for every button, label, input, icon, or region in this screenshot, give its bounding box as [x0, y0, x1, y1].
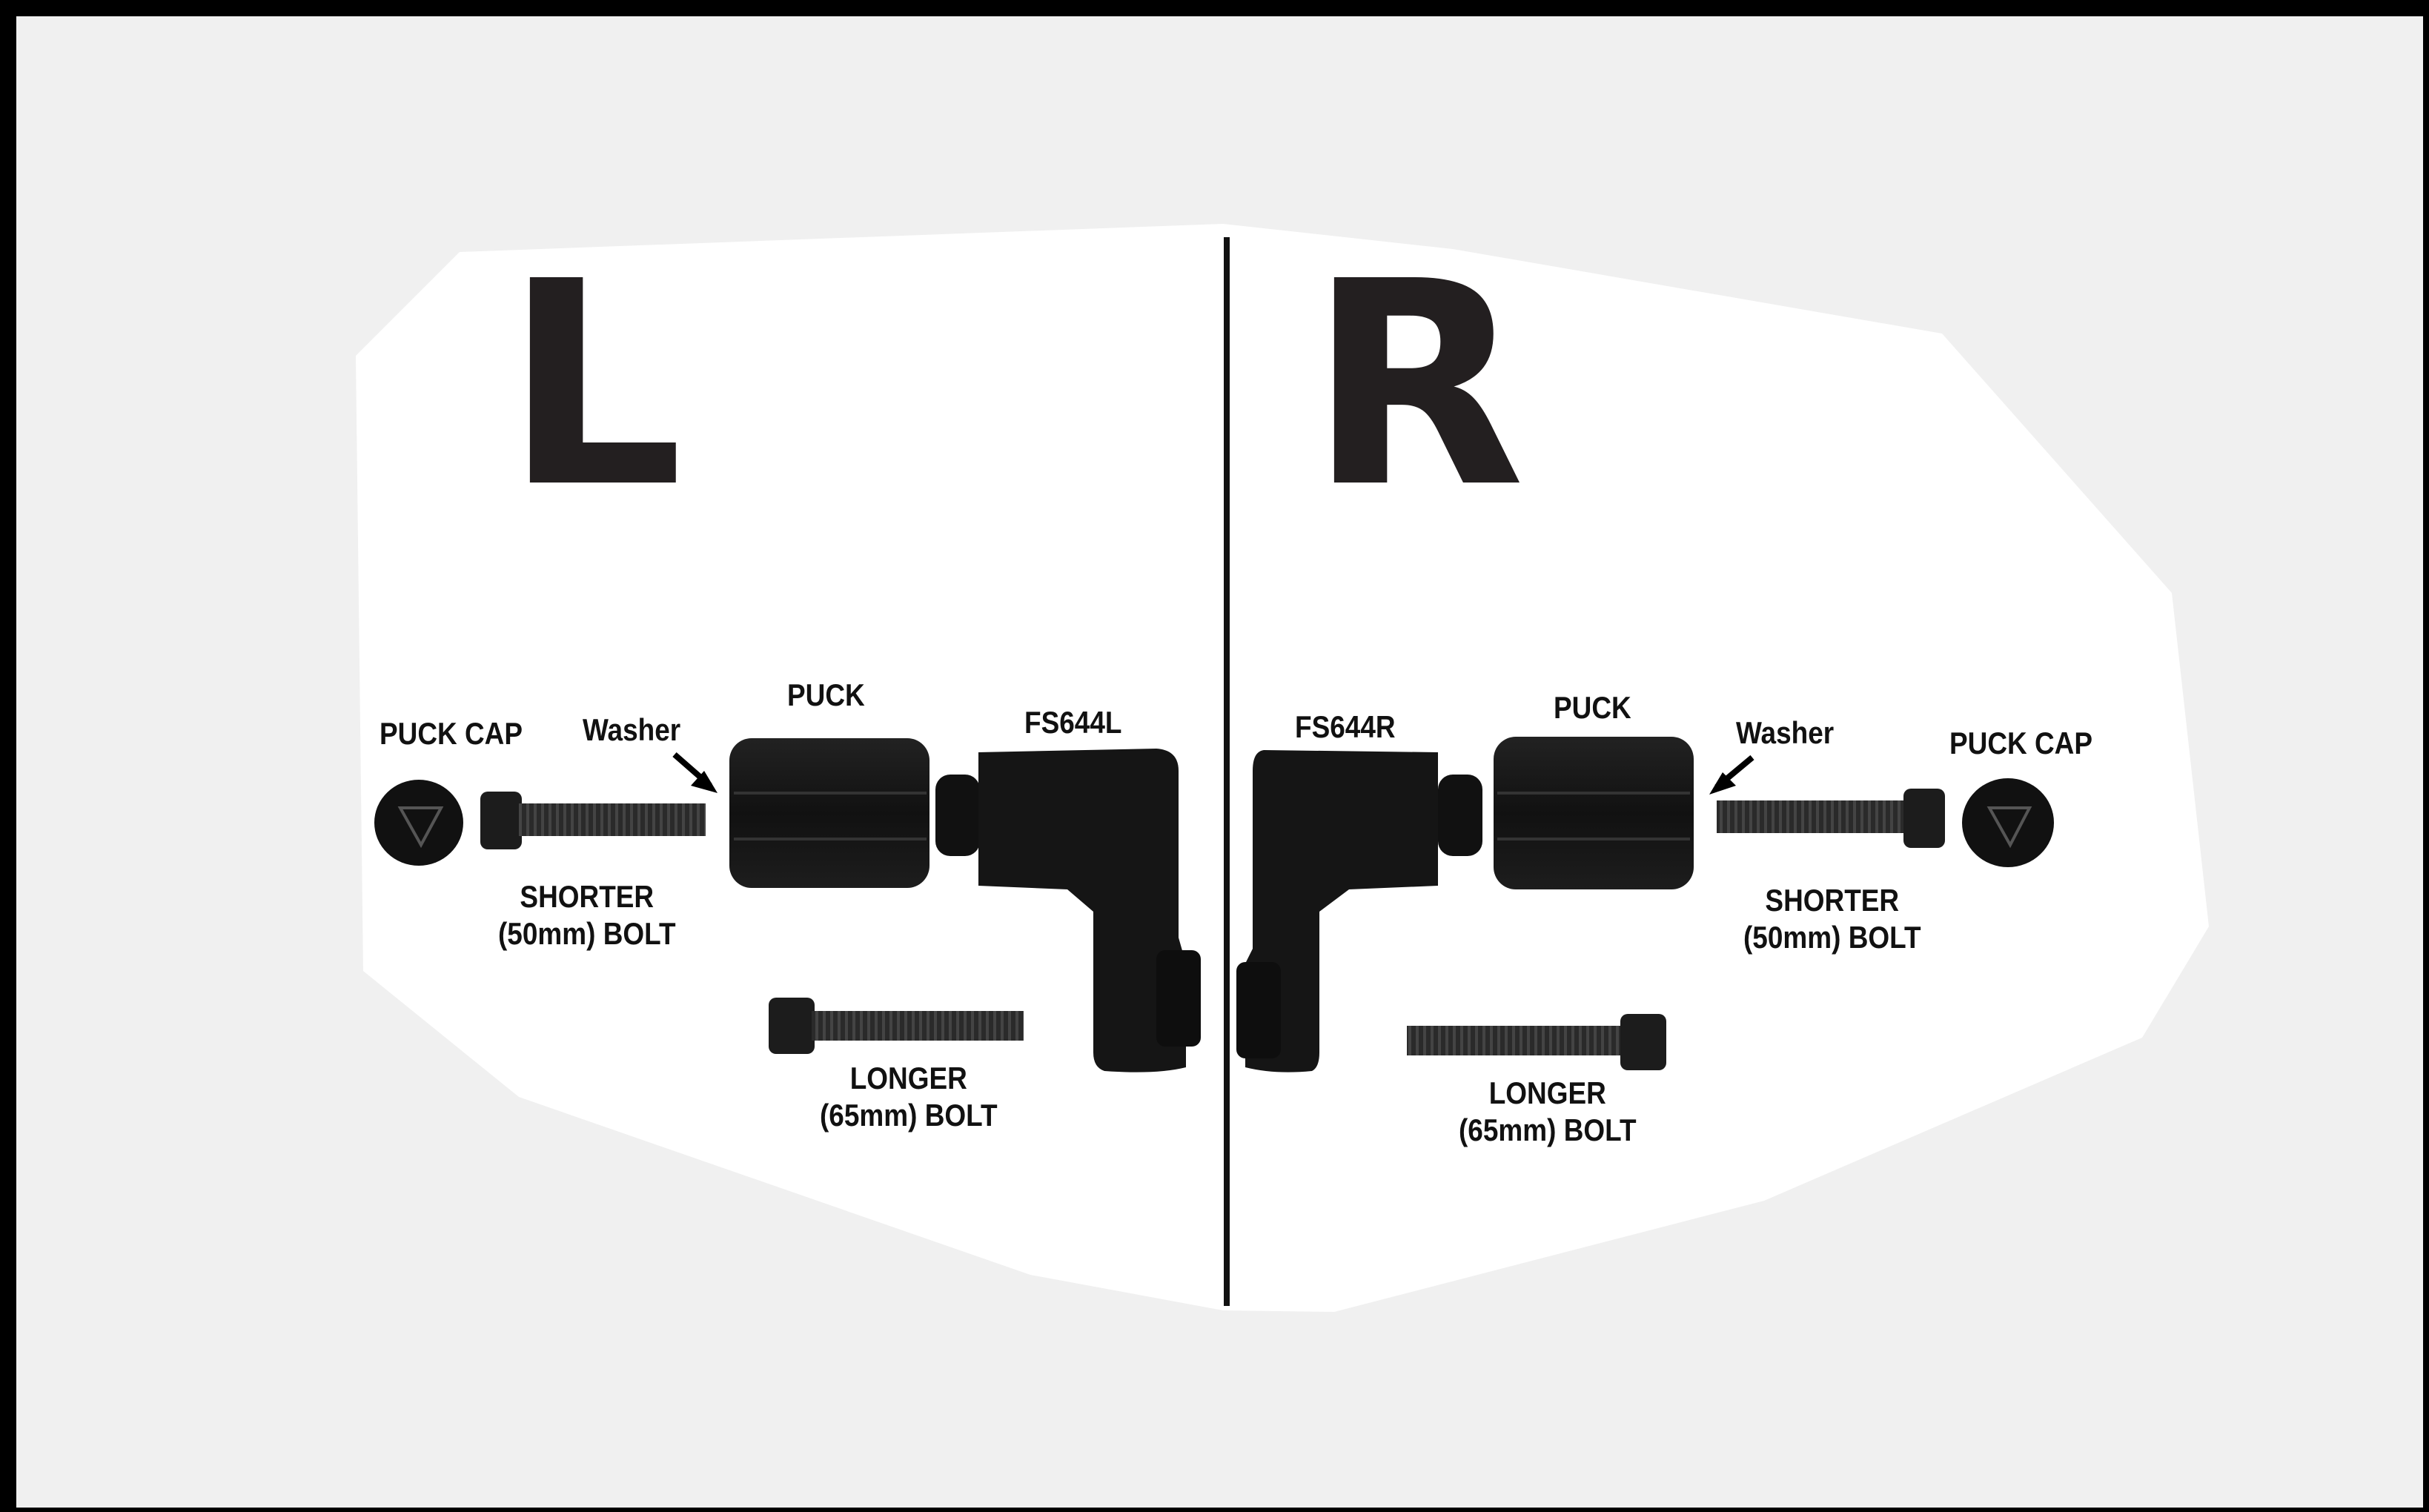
right-long-bolt-line2: (65mm) BOLT — [1459, 1113, 1637, 1148]
left-long-bolt-icon — [769, 998, 1024, 1054]
right-short-bolt-line1: SHORTER — [1765, 883, 1900, 918]
left-side-letter: L — [504, 221, 684, 549]
center-divider-line — [1224, 237, 1230, 1306]
left-long-bolt-line1: LONGER — [849, 1061, 967, 1095]
right-short-bolt-label: SHORTER (50mm) BOLT — [1743, 882, 1921, 957]
left-short-bolt-line2: (50mm) BOLT — [498, 916, 676, 952]
right-bracket-label: FS644R — [1295, 709, 1396, 744]
right-puck-cap-icon — [1962, 778, 2054, 867]
left-puck-label: PUCK — [787, 677, 865, 712]
left-short-bolt-line1: SHORTER — [520, 879, 655, 914]
right-washer-label: Washer — [1736, 715, 1835, 750]
left-short-bolt-label: SHORTER (50mm) BOLT — [498, 878, 676, 953]
right-short-bolt-line2: (50mm) BOLT — [1743, 920, 1921, 955]
left-bracket-icon — [935, 749, 1201, 1072]
right-short-bolt-icon — [1717, 789, 1945, 848]
left-bracket-label: FS644L — [1024, 705, 1122, 740]
right-long-bolt-label: LONGER (65mm) BOLT — [1459, 1075, 1637, 1150]
left-long-bolt-label: LONGER (65mm) BOLT — [820, 1060, 998, 1135]
right-puck-cap-label: PUCK CAP — [1949, 726, 2093, 760]
right-bracket-icon — [1236, 750, 1482, 1072]
left-short-bolt-icon — [480, 792, 706, 849]
right-long-bolt-line1: LONGER — [1488, 1075, 1606, 1110]
right-puck-label: PUCK — [1554, 690, 1631, 725]
right-long-bolt-icon — [1407, 1014, 1666, 1070]
left-washer-arrow-icon — [672, 752, 718, 793]
left-puck-cap-label: PUCK CAP — [380, 716, 523, 751]
left-puck-cap-icon — [374, 780, 463, 866]
right-puck-icon — [1494, 737, 1694, 889]
left-long-bolt-line2: (65mm) BOLT — [820, 1098, 998, 1133]
left-washer-label: Washer — [583, 712, 681, 747]
right-side-letter: R — [1308, 221, 1525, 549]
right-washer-arrow-icon — [1709, 755, 1754, 795]
left-puck-icon — [729, 738, 929, 888]
